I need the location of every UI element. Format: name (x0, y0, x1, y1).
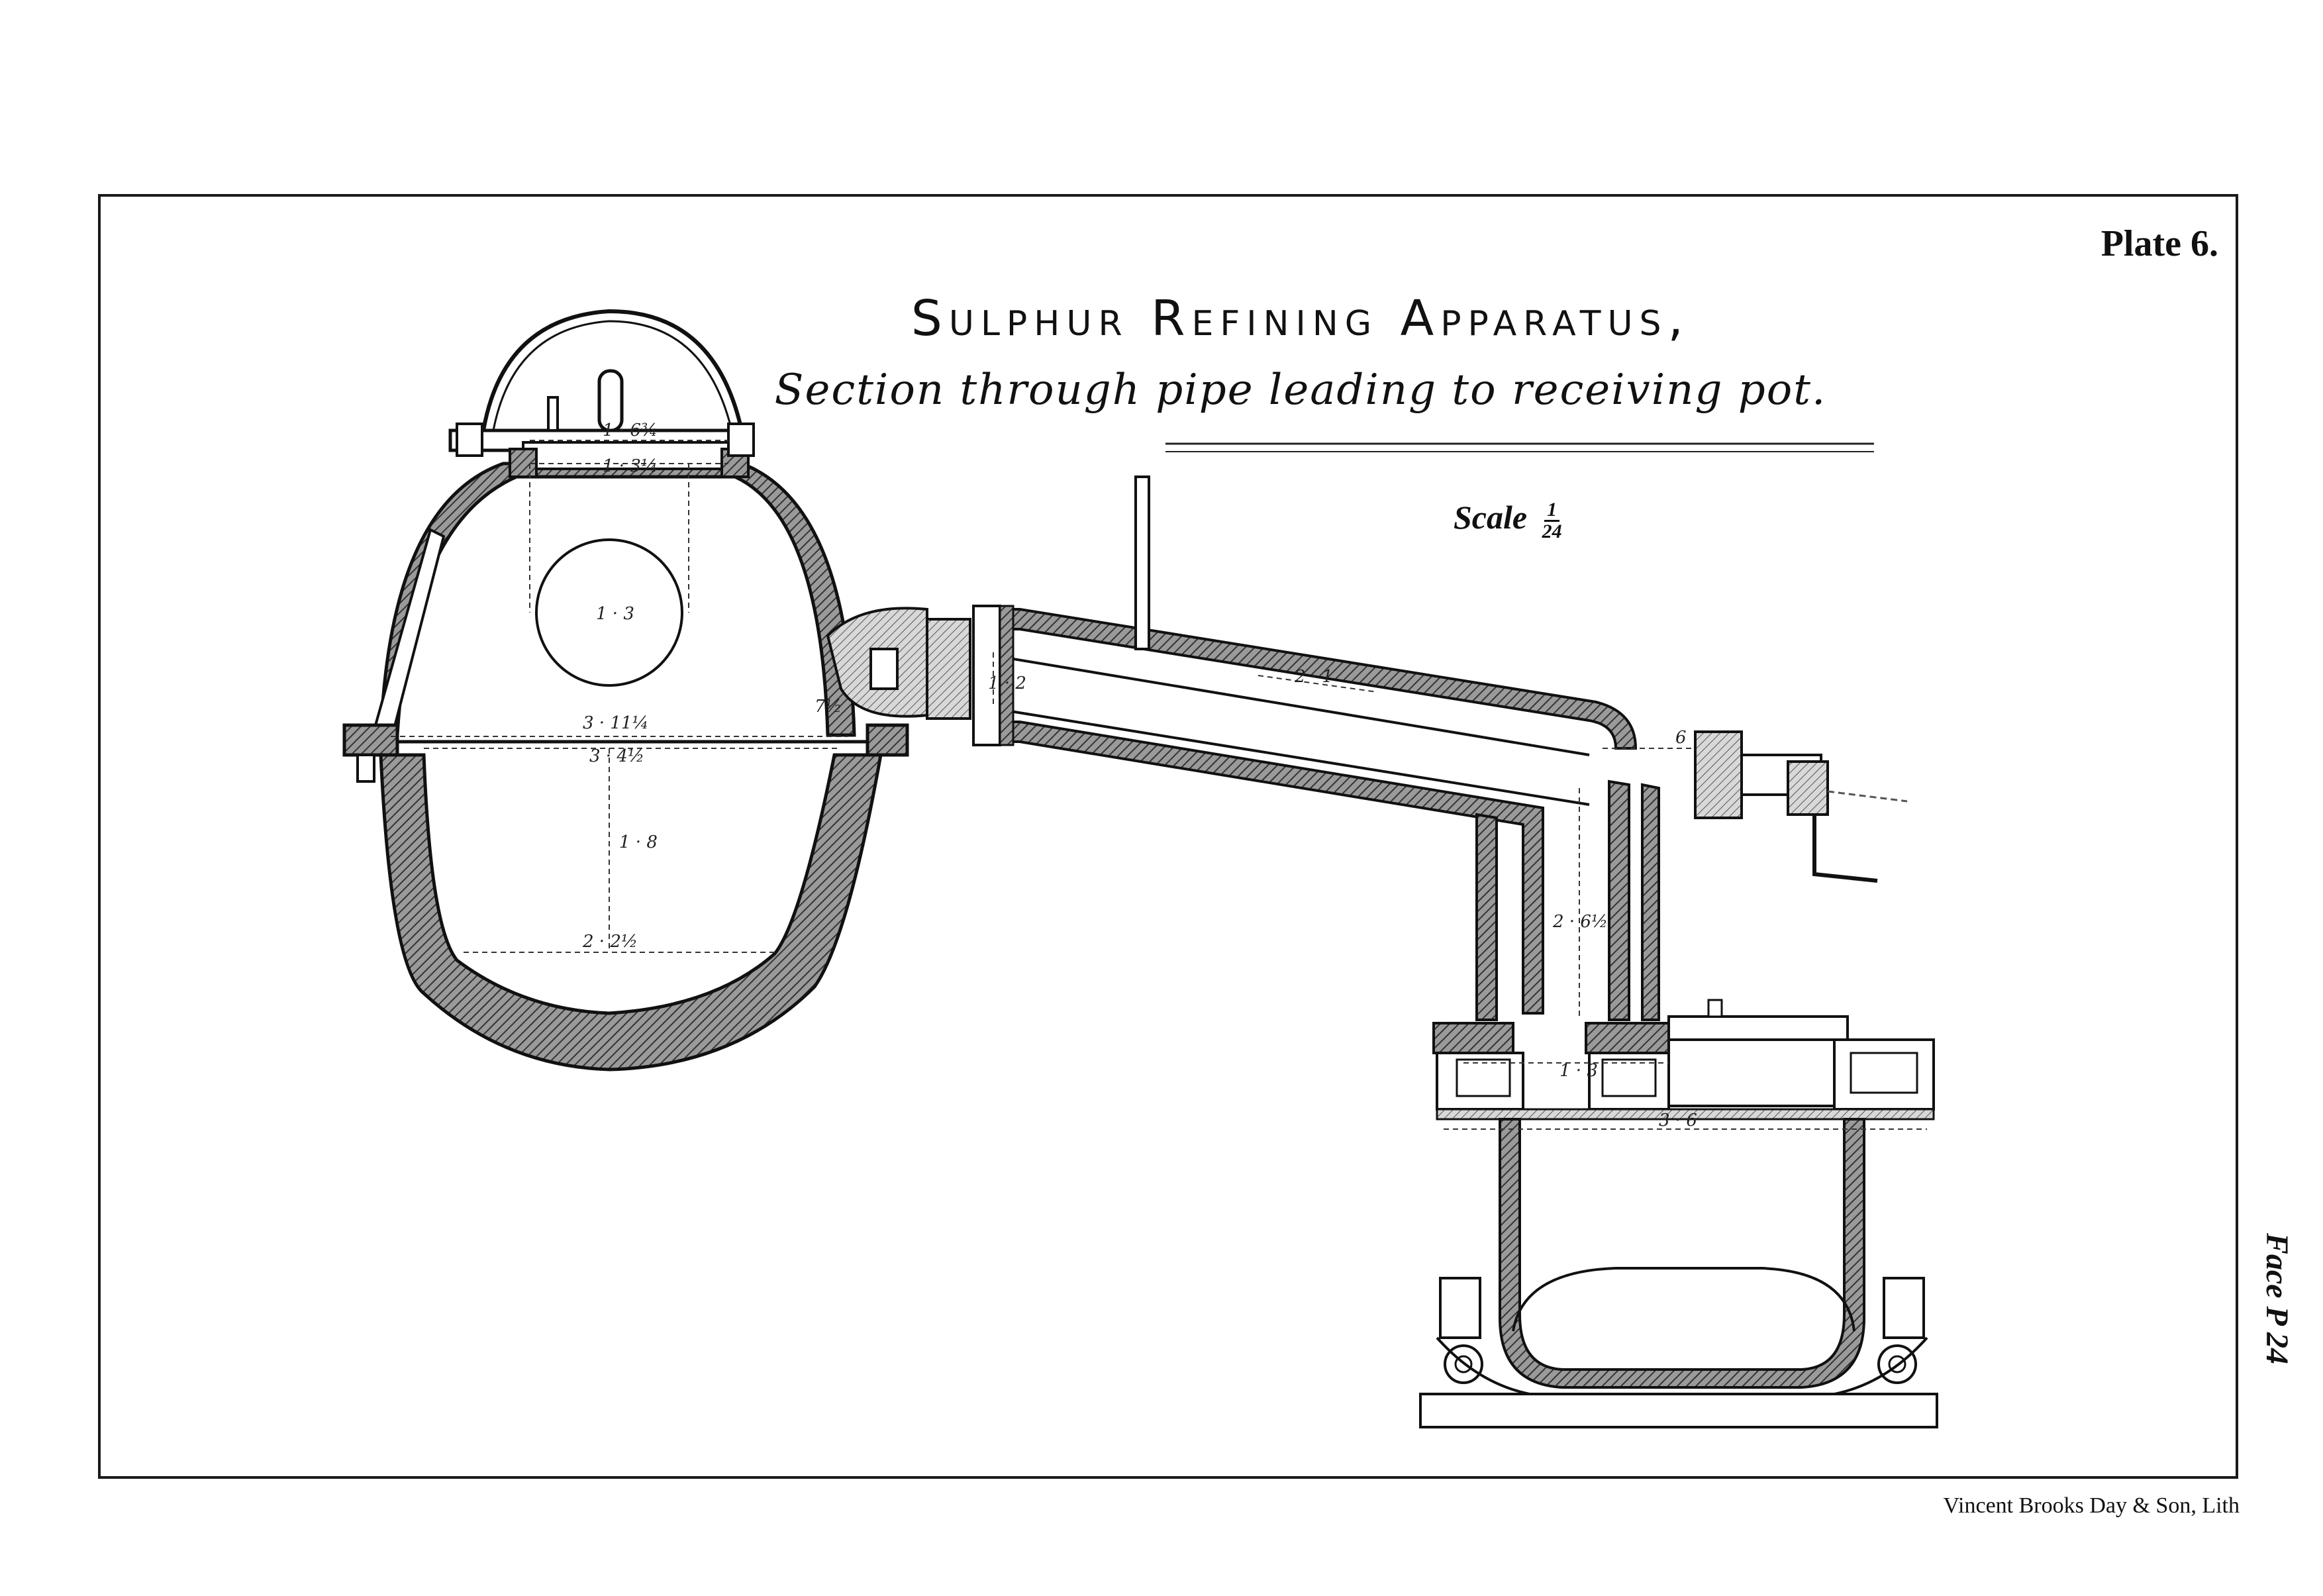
plate-title: Sulphur Refining Apparatus, (911, 290, 1691, 347)
retort-vessel: 1 · 6¾ 1 · 3¼ 1 · 3 3 · 11¼ 3 · 4½ 1 · 8… (342, 309, 928, 1072)
plate-subtitle: Section through pipe leading to receivin… (774, 366, 1827, 415)
connecting-pipe: 1 · 2 2 · 1 6 2 · 6½ (926, 475, 1908, 1021)
lithographer-credit: Vincent Brooks Day & Son, Lith (1943, 1493, 2240, 1518)
dim-depth: 1 · 8 (619, 832, 658, 852)
plate-border (98, 194, 2238, 1479)
title-rules (1165, 442, 1874, 452)
dim-sight-circle: 1 · 3 (596, 604, 634, 624)
scale-word: Scale (1454, 499, 1528, 536)
dim-outlet: 7½ (815, 697, 842, 717)
dim-pot-width: 3 · 6 (1659, 1111, 1697, 1130)
dim-pipe-run: 2 · 1 (1294, 667, 1333, 687)
scale-fraction: 1 24 (1542, 500, 1562, 542)
dim-top-outer: 1 · 6¾ (603, 421, 658, 440)
dim-width-upper: 3 · 11¼ (583, 713, 649, 733)
plate-number: Plate 6. (2101, 223, 2218, 264)
dim-pot-neck: 1 · 3 (1559, 1061, 1598, 1081)
scale-label: Scale 1 24 (1454, 498, 1562, 542)
dim-downpipe-height: 2 · 6½ (1552, 912, 1608, 932)
dim-bottom-width: 2 · 2½ (582, 932, 638, 952)
dim-top-inner: 1 · 3¼ (603, 456, 658, 476)
dim-stem-short: 6 (1675, 728, 1687, 748)
scale-denominator: 24 (1542, 521, 1562, 543)
scale-numerator: 1 (1544, 500, 1560, 523)
receiving-pot: 1 · 3 3 · 6 (1419, 999, 1938, 1428)
dim-width-lower: 3 · 4½ (589, 746, 644, 766)
dim-pipe-bore: 1 · 2 (988, 673, 1026, 693)
